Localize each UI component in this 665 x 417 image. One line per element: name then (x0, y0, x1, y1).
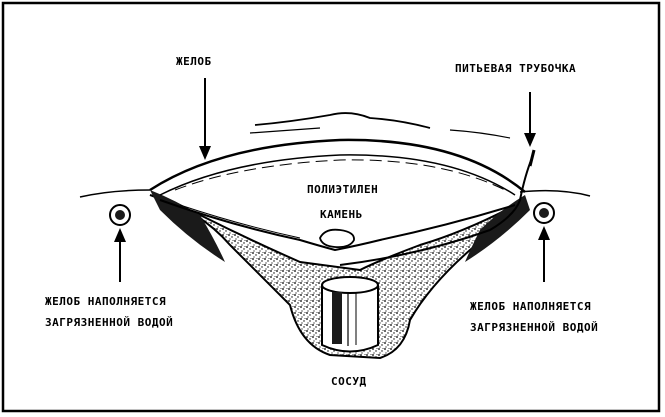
label-left-line1: ЖЕЛОБ НАПОЛНЯЕТСЯ (45, 295, 166, 308)
arrow-trough-top (199, 78, 211, 160)
stone-icon (319, 228, 355, 249)
vessel-icon (321, 276, 379, 353)
arrow-left-gutter (114, 228, 126, 282)
tube-tip (528, 149, 536, 167)
earth-mound-2 (249, 127, 511, 139)
label-drinking-tube: ПИТЬЕВАЯ ТРУБОЧКА (455, 62, 576, 75)
plastic-sheet (159, 199, 516, 252)
label-left-line2: ЗАГРЯЗНЕННОЙ ВОДОЙ (45, 316, 173, 329)
earth-mound (254, 112, 431, 129)
plastic-sheet-inner (179, 204, 301, 239)
label-polyethylene: ПОЛИЭТИЛЕН (307, 183, 378, 196)
label-right-line1: ЖЕЛОБ НАПОЛНЯЕТСЯ (470, 300, 591, 313)
right-gutter-icon (533, 202, 555, 224)
pit-wall-left (150, 190, 225, 262)
arrow-drinking-tube (524, 92, 536, 147)
pit-soil (149, 194, 526, 360)
label-right-line2: ЗАГРЯЗНЕННОЙ ВОДОЙ (470, 321, 598, 334)
label-vessel: СОСУД (331, 375, 367, 388)
label-stone: КАМЕНЬ (320, 208, 363, 221)
ground-line-right (519, 189, 591, 197)
drinking-tube-icon (339, 157, 533, 266)
cover-rim (159, 154, 516, 196)
ground-line-left (79, 189, 151, 198)
arrow-right-gutter (538, 226, 550, 282)
cover-rim-stitch (174, 159, 506, 191)
cover-top-edge (149, 138, 526, 193)
left-gutter-icon (109, 204, 131, 226)
label-trough-top: ЖЕЛОБ (176, 55, 212, 68)
